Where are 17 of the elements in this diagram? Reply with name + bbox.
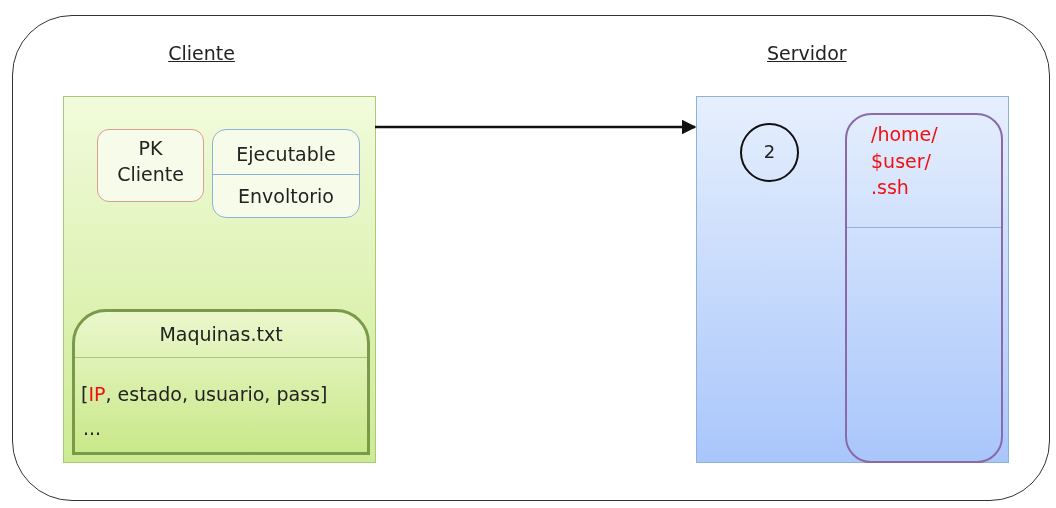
record-format: [IP, estado, usuario, pass] [81, 382, 328, 407]
step-circle [740, 123, 799, 182]
file-name: Maquinas.txt [158, 322, 284, 347]
file-box [72, 309, 370, 455]
box-label: Envoltorio [237, 184, 335, 209]
panel-heading: Cliente [167, 41, 236, 66]
program-box [212, 129, 360, 218]
arrow [375, 119, 697, 135]
ellipsis: ... [83, 416, 102, 441]
directory-path: /home/ $user/ .ssh [871, 122, 939, 201]
key-box [97, 129, 204, 202]
panel-heading: Servidor [767, 41, 847, 66]
step-number: 2 [762, 140, 777, 164]
container-outline [12, 15, 1050, 501]
box-label: PK Cliente [116, 136, 185, 187]
directory-box [845, 113, 1003, 463]
box-label: Ejecutable [235, 142, 337, 167]
